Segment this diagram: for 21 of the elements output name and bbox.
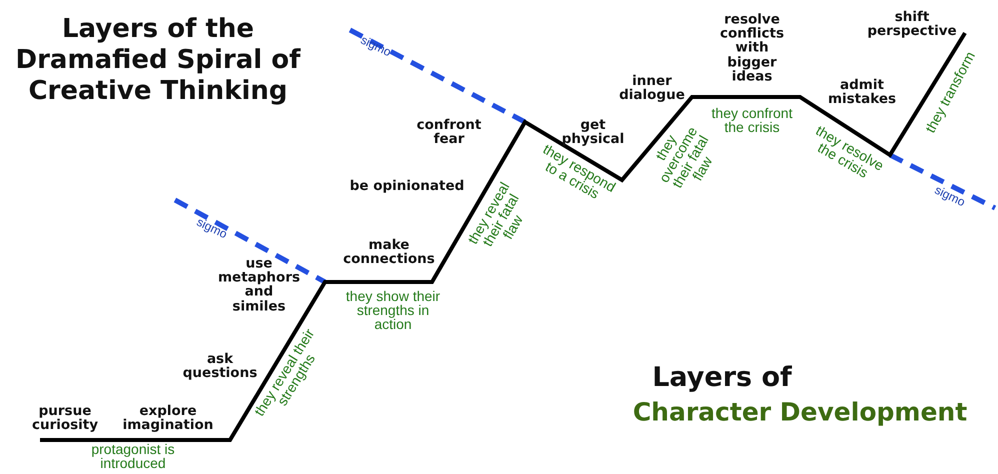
step-label: get physical bbox=[562, 118, 626, 146]
step-label: make connections bbox=[342, 238, 436, 266]
step-label: be opinionated bbox=[348, 178, 466, 194]
stage-label: protagonist is introduced bbox=[90, 442, 176, 470]
sigmo-label: sigmo bbox=[932, 182, 968, 212]
heading: Layers of bbox=[651, 363, 793, 393]
stage-label: they confront the crisis bbox=[710, 106, 794, 134]
step-label: inner dialogue bbox=[618, 74, 686, 102]
sigmo-label: sigmo bbox=[358, 32, 394, 62]
step-label: shift perspective bbox=[866, 10, 958, 38]
step-label: explore imagination bbox=[122, 404, 214, 432]
step-label: ask questions bbox=[182, 352, 258, 380]
step-label: confront fear bbox=[416, 118, 482, 146]
step-label: admit mistakes bbox=[826, 78, 898, 106]
stage-label: they show their strengths in action bbox=[344, 289, 442, 331]
diagram-title: Layers of the Dramafied Spiral of Creative Thinking bbox=[14, 14, 302, 108]
step-label: pursue curiosity bbox=[30, 404, 100, 432]
step-label: resolve conflicts with bigger ideas bbox=[718, 12, 785, 84]
sigmo-label: sigmo bbox=[194, 214, 230, 244]
heading: Character Development bbox=[632, 398, 968, 426]
step-label: use metaphors and similes bbox=[216, 256, 302, 314]
